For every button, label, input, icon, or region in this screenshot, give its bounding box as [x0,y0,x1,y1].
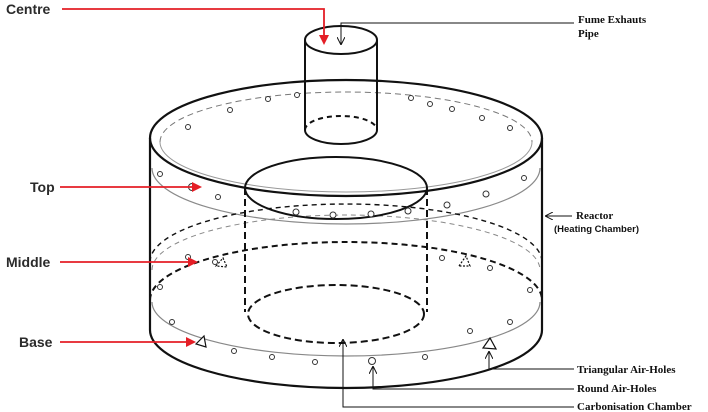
round-hole [507,125,513,131]
reactor-outer-cylinder [148,78,544,390]
label-carbonisation: Carbonisation Chamber [577,401,692,412]
round-hole [185,124,191,130]
round-hole [231,348,237,354]
round-hole [521,175,527,181]
round-hole [507,319,513,325]
red-label-arrows [60,8,329,347]
round-hole [265,96,271,102]
centre-arrow [62,8,329,45]
round-hole [479,115,485,121]
reactor-bottom-rim [148,329,544,390]
triangle-hole [194,334,207,348]
round-hole [227,107,233,113]
label-base: Base [19,334,53,350]
carbonisation-leader [343,340,574,408]
triangular-leader [489,352,574,370]
pipe-bottom-front [304,129,378,145]
label-top: Top [30,179,55,195]
round-hole [443,201,451,209]
top-ring-front [151,167,541,225]
triangular-air-holes [194,254,498,350]
base-floor-front [151,301,541,357]
fume-leader [341,22,574,44]
round-hole [482,190,490,198]
top-rim-inner-front [159,141,533,193]
label-centre: Centre [6,1,51,17]
round-hole [408,95,414,101]
chamber-bottom-ellipse [247,284,425,344]
round-hole [157,284,163,290]
round-hole [312,359,318,365]
round-hole [329,211,337,219]
label-fume-line2: Pipe [578,28,599,40]
label-round-holes: Round Air-Holes [577,383,657,395]
round-hole [212,259,218,265]
round-hole [439,255,445,261]
pipe-bottom-back [304,115,378,131]
round-hole [294,92,300,98]
round-hole [169,319,175,325]
triangle-hole [481,336,498,350]
round-hole [185,254,191,260]
round-air-holes [157,92,533,365]
top-rim-inner-back [159,91,533,143]
reactor-top-rim [148,78,544,198]
round-hole [292,208,300,216]
round-hole [467,328,473,334]
round-hole [269,354,275,360]
label-middle: Middle [6,254,51,270]
round-hole [487,265,493,271]
round-hole [422,354,428,360]
round-hole [449,106,455,112]
triangle-hole [214,256,228,268]
round-hole [527,287,533,293]
base-floor-back [149,241,543,301]
round-hole [157,171,163,177]
carbonisation-chamber [244,156,428,344]
middle-ring-back-2 [151,214,541,271]
round-hole [367,210,375,218]
label-reactor-line1: Reactor [576,210,613,222]
black-leaders [341,22,574,408]
round-hole [404,207,412,215]
middle-ring-back [149,203,543,263]
round-hole [427,101,433,107]
round-hole [368,357,376,365]
label-fume-line1: Fume Exhauts [578,14,647,26]
label-reactor-line2: (Heating Chamber) [554,224,639,235]
label-triangular-holes: Triangular Air-Holes [577,364,676,376]
round-leader [373,367,574,390]
round-hole [215,194,221,200]
triangle-hole [457,254,471,267]
